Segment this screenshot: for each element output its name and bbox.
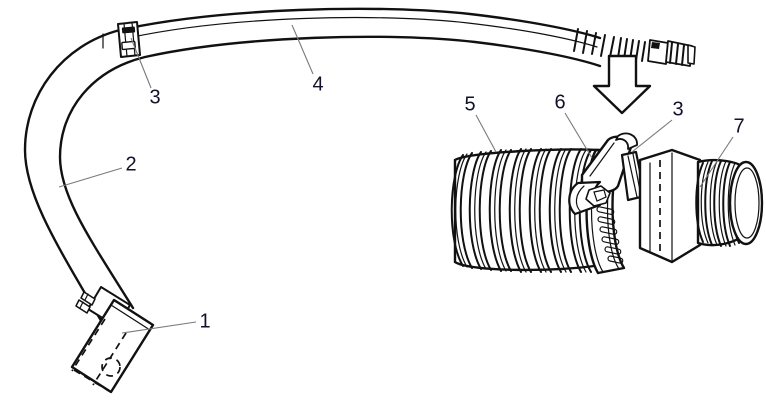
end-connector-nozzle	[70, 286, 155, 394]
callout-2: 2	[58, 153, 137, 188]
callout-3-lower-label: 3	[672, 98, 683, 120]
hose-end-screw	[651, 42, 660, 49]
callout-1-leader	[121, 321, 197, 334]
hose-assembly-left	[23, 7, 696, 394]
clamp-band-slots	[596, 206, 624, 264]
callout-1-label: 1	[199, 310, 210, 332]
fitting-bore-outer	[728, 160, 764, 246]
callout-4-leader	[291, 24, 314, 75]
callout-3-lower: 3	[631, 98, 684, 153]
clamp-screw-head-upper	[121, 26, 136, 34]
callout-5: 5	[464, 93, 497, 153]
hose-clamp-upper	[117, 21, 141, 58]
callout-1: 1	[121, 310, 211, 334]
callout-3-upper-leader	[130, 37, 152, 89]
clamp-housing-upper	[121, 40, 136, 51]
callout-6-leader	[564, 112, 593, 159]
callout-7-leader	[699, 136, 734, 188]
callout-3-lower-leader	[631, 119, 673, 153]
callout-7-label: 7	[733, 115, 744, 137]
detail-assembly-right	[450, 132, 764, 275]
callout-5-label: 5	[464, 93, 475, 115]
callout-5-leader	[475, 114, 497, 153]
connector-side-tab-a	[80, 291, 96, 306]
detail-arrow-shape	[592, 54, 652, 115]
callout-4: 4	[291, 24, 324, 95]
connector-body	[70, 298, 155, 394]
connector-side-tab-b	[75, 299, 91, 314]
callout-group: 1 2 3 4 5 6	[58, 24, 745, 334]
callout-3-upper: 3	[130, 37, 161, 108]
detail-view-arrow	[592, 54, 652, 115]
connector-hidden-bore	[101, 357, 121, 377]
callout-3-upper-label: 3	[149, 86, 160, 108]
fitting-hex-nut	[638, 148, 702, 264]
callout-4-label: 4	[312, 73, 323, 95]
callout-7: 7	[699, 115, 745, 188]
hose-inner-wall	[58, 35, 602, 310]
hose-highlight	[127, 16, 598, 48]
threaded-male-fitting	[638, 148, 764, 264]
connector-tab-seam-b	[79, 301, 84, 309]
hose-end-tip	[687, 44, 696, 65]
screw-housing-cap	[615, 132, 638, 150]
connector-tab-seam-a	[84, 293, 89, 301]
callout-6-label: 6	[554, 91, 565, 113]
callout-2-label: 2	[125, 153, 136, 175]
callout-6: 6	[554, 91, 593, 159]
fitting-bore-inner	[734, 167, 760, 239]
corrugated-hose-end	[450, 148, 602, 273]
connector-body-seam	[110, 304, 151, 331]
connector-hidden-line-a	[71, 318, 106, 372]
connector-hidden-line-b	[92, 332, 127, 386]
connector-hidden-line-c	[73, 369, 110, 392]
callout-2-leader	[58, 167, 123, 188]
